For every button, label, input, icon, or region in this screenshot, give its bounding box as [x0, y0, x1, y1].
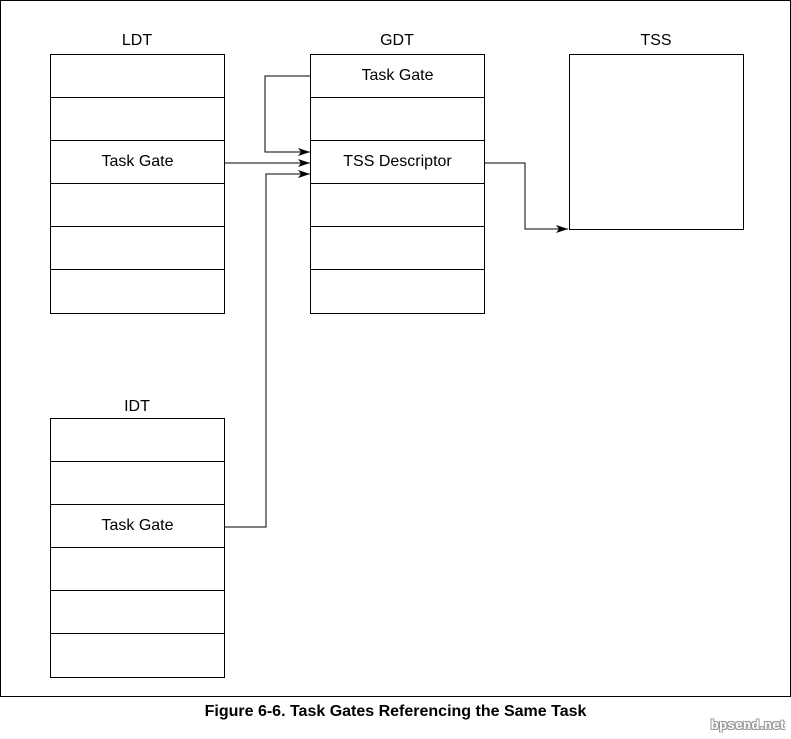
figure-caption: Figure 6-6. Task Gates Referencing the S… [204, 703, 587, 720]
idt-title: IDT [124, 398, 150, 415]
gdt-row [311, 227, 484, 270]
gdt-row [311, 184, 484, 227]
ldt-row [51, 227, 224, 270]
gdt-row-task-gate: Task Gate [311, 55, 484, 98]
idt-row-task-gate: Task Gate [51, 505, 224, 548]
ldt-table: Task Gate [50, 54, 225, 314]
gdt-row-tss-descriptor: TSS Descriptor [311, 141, 484, 184]
idt-row [51, 634, 224, 677]
ldt-title: LDT [121, 32, 153, 49]
ldt-row [51, 98, 224, 141]
ldt-row [51, 184, 224, 227]
tss-title: TSS [640, 32, 672, 49]
ldt-row [51, 55, 224, 98]
gdt-table: Task Gate TSS Descriptor [310, 54, 485, 314]
watermark: bpsend.net [710, 717, 785, 732]
idt-row [51, 462, 224, 505]
gdt-row [311, 98, 484, 141]
tss-box [569, 54, 744, 230]
ldt-row-task-gate: Task Gate [51, 141, 224, 184]
gdt-title: GDT [380, 32, 414, 49]
idt-table: Task Gate [50, 418, 225, 678]
idt-row [51, 591, 224, 634]
ldt-row [51, 270, 224, 313]
idt-row [51, 419, 224, 462]
gdt-row [311, 270, 484, 313]
idt-row [51, 548, 224, 591]
